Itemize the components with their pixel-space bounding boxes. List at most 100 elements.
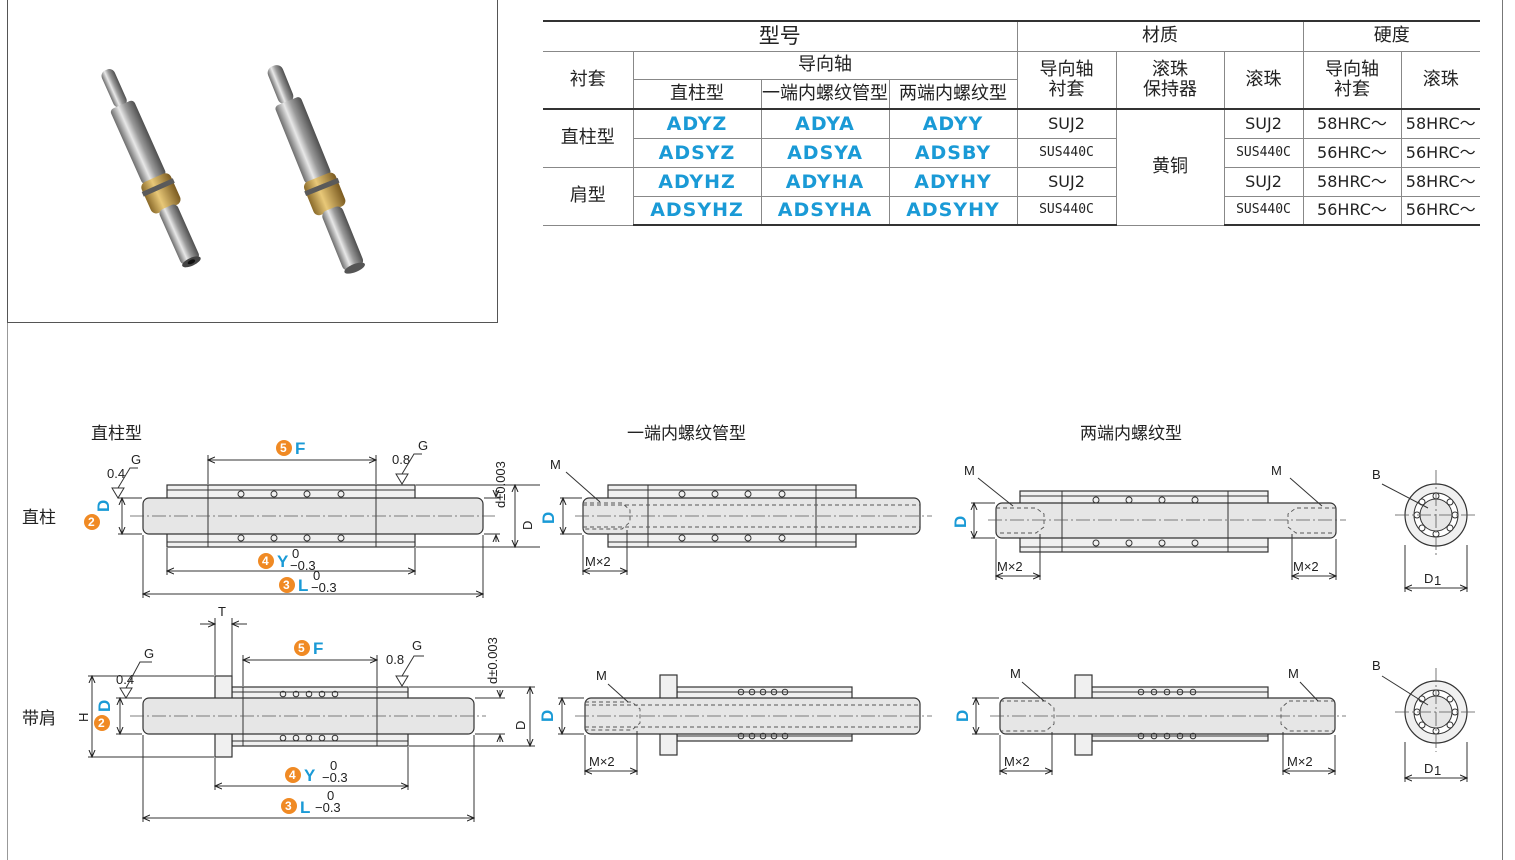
roughness-G: G: [412, 638, 422, 653]
code-cell: ADYHZ: [632, 166, 762, 197]
dim-M: M: [1271, 463, 1282, 478]
header-mat-retainer: 滚珠保持器: [1115, 50, 1225, 110]
dim-D1: D: [513, 721, 528, 730]
drawing-straight-one-end: M D M×2: [520, 457, 932, 575]
code-cell: ADYZ: [632, 108, 762, 139]
dim-Y: Y: [277, 552, 289, 571]
dim-Mx2: M×2: [1293, 559, 1319, 574]
pin-photo-right: [267, 65, 365, 274]
dim-M: M: [550, 457, 561, 472]
title-both-ends: 两端内螺纹型: [1080, 424, 1182, 443]
dim-D1-sub: 1: [1434, 763, 1441, 778]
hardness-cell: 58HRC～: [1302, 166, 1402, 197]
header-mat-ball: 滚珠: [1223, 50, 1304, 110]
code-cell: ADSYA: [760, 137, 890, 168]
end-view-straight: B D 1: [1372, 467, 1478, 592]
badge-2: 2: [88, 515, 95, 529]
badge-4: 4: [289, 768, 296, 782]
tol-lower: −0.3: [290, 558, 316, 573]
dim-D1: D: [1424, 761, 1433, 776]
roughness-08: 0.8: [386, 652, 404, 667]
tol-lower: −0.3: [311, 580, 337, 595]
dim-M: M: [964, 463, 975, 478]
dim-H: H: [76, 713, 91, 722]
code-cell: ADSYHA: [760, 195, 890, 226]
header-hard-ball: 滚珠: [1400, 50, 1480, 110]
header-bushing: 衬套: [543, 50, 634, 110]
badge-5: 5: [298, 641, 305, 655]
roughness-04: 0.4: [107, 466, 125, 481]
roughness-08: 0.8: [392, 452, 410, 467]
tol-lower: −0.3: [315, 800, 341, 815]
header-guide-shaft: 导向轴: [632, 50, 1018, 80]
hardness-cell: 56HRC～: [1400, 137, 1480, 168]
badge-5: 5: [280, 441, 287, 455]
dim-F: F: [295, 439, 305, 458]
material-cell: SUS440C: [1016, 195, 1117, 226]
drawing-straight-both-ends: M M D M×2 M×2: [951, 463, 1346, 580]
page-frame-left: [7, 323, 8, 860]
pin-photo-left: [101, 69, 201, 268]
material-cell: SUS440C: [1016, 137, 1117, 168]
title-one-end: 一端内螺纹管型: [627, 424, 746, 443]
header-one-end: 一端内螺纹管型: [760, 78, 890, 110]
roughness-G: G: [418, 438, 428, 453]
page-frame-right: [1502, 0, 1503, 860]
dim-D: D: [94, 500, 113, 512]
roughness-G: G: [144, 646, 154, 661]
header-straight: 直柱型: [632, 78, 762, 110]
tol-upper: 0: [313, 568, 320, 583]
dim-F: F: [313, 639, 323, 658]
spec-table: 型号 材质 硬度 衬套 导向轴 导向轴衬套 滚珠保持器 滚珠 导向轴衬套 滚珠 …: [543, 20, 1480, 226]
dim-d: d±0.003: [493, 461, 508, 508]
dim-D: D: [539, 512, 558, 524]
dim-d: d±0.003: [485, 637, 500, 684]
roughness-04: 0.4: [116, 672, 134, 687]
dim-B: B: [1372, 658, 1381, 673]
code-cell: ADSBY: [888, 137, 1018, 168]
dim-M: M: [1010, 666, 1021, 681]
dim-D1-sub: 1: [1434, 573, 1441, 588]
tol-upper: 0: [330, 758, 337, 773]
dim-B: B: [1372, 467, 1381, 482]
dim-Mx2: M×2: [585, 554, 611, 569]
product-photo-frame: [7, 0, 498, 323]
material-cell: SUS440C: [1223, 195, 1304, 226]
code-cell: ADSYHZ: [632, 195, 762, 226]
title-straight: 直柱型: [91, 424, 142, 443]
badge-3: 3: [283, 578, 290, 592]
header-material: 材质: [1016, 20, 1304, 52]
badge-2: 2: [98, 716, 105, 730]
product-photo: [101, 65, 365, 274]
end-view-shoulder: B D 1: [1372, 658, 1478, 782]
drawing-straight-straight: 5 F 0.4 G 0.8 G 2 D D d±0.003 4 Y 0 −0.3: [84, 438, 535, 598]
dim-D: D: [95, 700, 114, 712]
badge-4: 4: [262, 554, 269, 568]
row-label-straight-pin: 直柱: [22, 508, 56, 527]
material-cell: SUJ2: [1223, 166, 1304, 197]
dim-D1: D: [1424, 571, 1433, 586]
hardness-cell: 58HRC～: [1302, 108, 1402, 139]
drawing-shoulder-straight: T 5 F 0.4 G 0.8 G H 2 D D d±0.003: [76, 604, 535, 822]
code-cell: ADYY: [888, 108, 1018, 139]
dim-Mx2: M×2: [1287, 754, 1313, 769]
dim-D1: D: [520, 521, 535, 530]
roughness-G: G: [131, 452, 141, 467]
header-hard-shaft-bushing: 导向轴衬套: [1302, 50, 1402, 110]
code-cell: ADSYHY: [888, 195, 1018, 226]
dim-M: M: [1288, 666, 1299, 681]
dim-T: T: [218, 604, 226, 619]
drawing-shoulder-both-ends: M M D M×2 M×2: [953, 666, 1346, 775]
dim-M: M: [596, 668, 607, 683]
header-model: 型号: [543, 20, 1018, 52]
dim-Y: Y: [304, 766, 316, 785]
header-both-ends: 两端内螺纹型: [888, 78, 1018, 110]
code-cell: ADSYZ: [632, 137, 762, 168]
drawing-shoulder-one-end: M D M×2: [538, 668, 932, 775]
material-cell: SUJ2: [1016, 108, 1117, 139]
material-cell: SUJ2: [1223, 108, 1304, 139]
hardness-cell: 58HRC～: [1400, 108, 1480, 139]
badge-3: 3: [285, 799, 292, 813]
tol-upper: 0: [327, 788, 334, 803]
